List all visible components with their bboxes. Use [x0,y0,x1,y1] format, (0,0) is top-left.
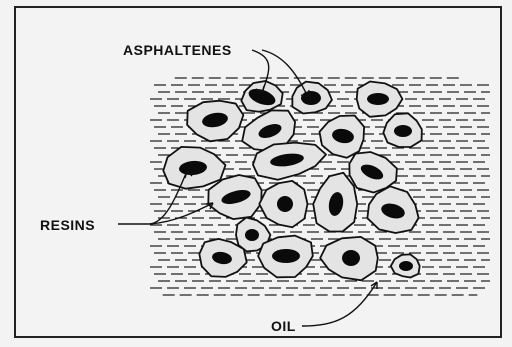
asphaltene-core [301,91,321,105]
asphaltene-core [367,93,389,105]
asphaltene-core [394,125,412,137]
asphaltene-core [342,250,360,266]
resin-asphaltene-particles [161,78,424,281]
asphaltenes-label: ASPHALTENES [123,42,232,58]
asphaltene-core [277,196,293,212]
asphaltene-core [272,249,300,263]
resins-label: RESINS [40,217,95,233]
asphaltene-core [399,261,413,271]
asphaltene-core [245,229,259,241]
resins-leader-2 [150,203,213,224]
oil-label: OIL [271,318,296,334]
